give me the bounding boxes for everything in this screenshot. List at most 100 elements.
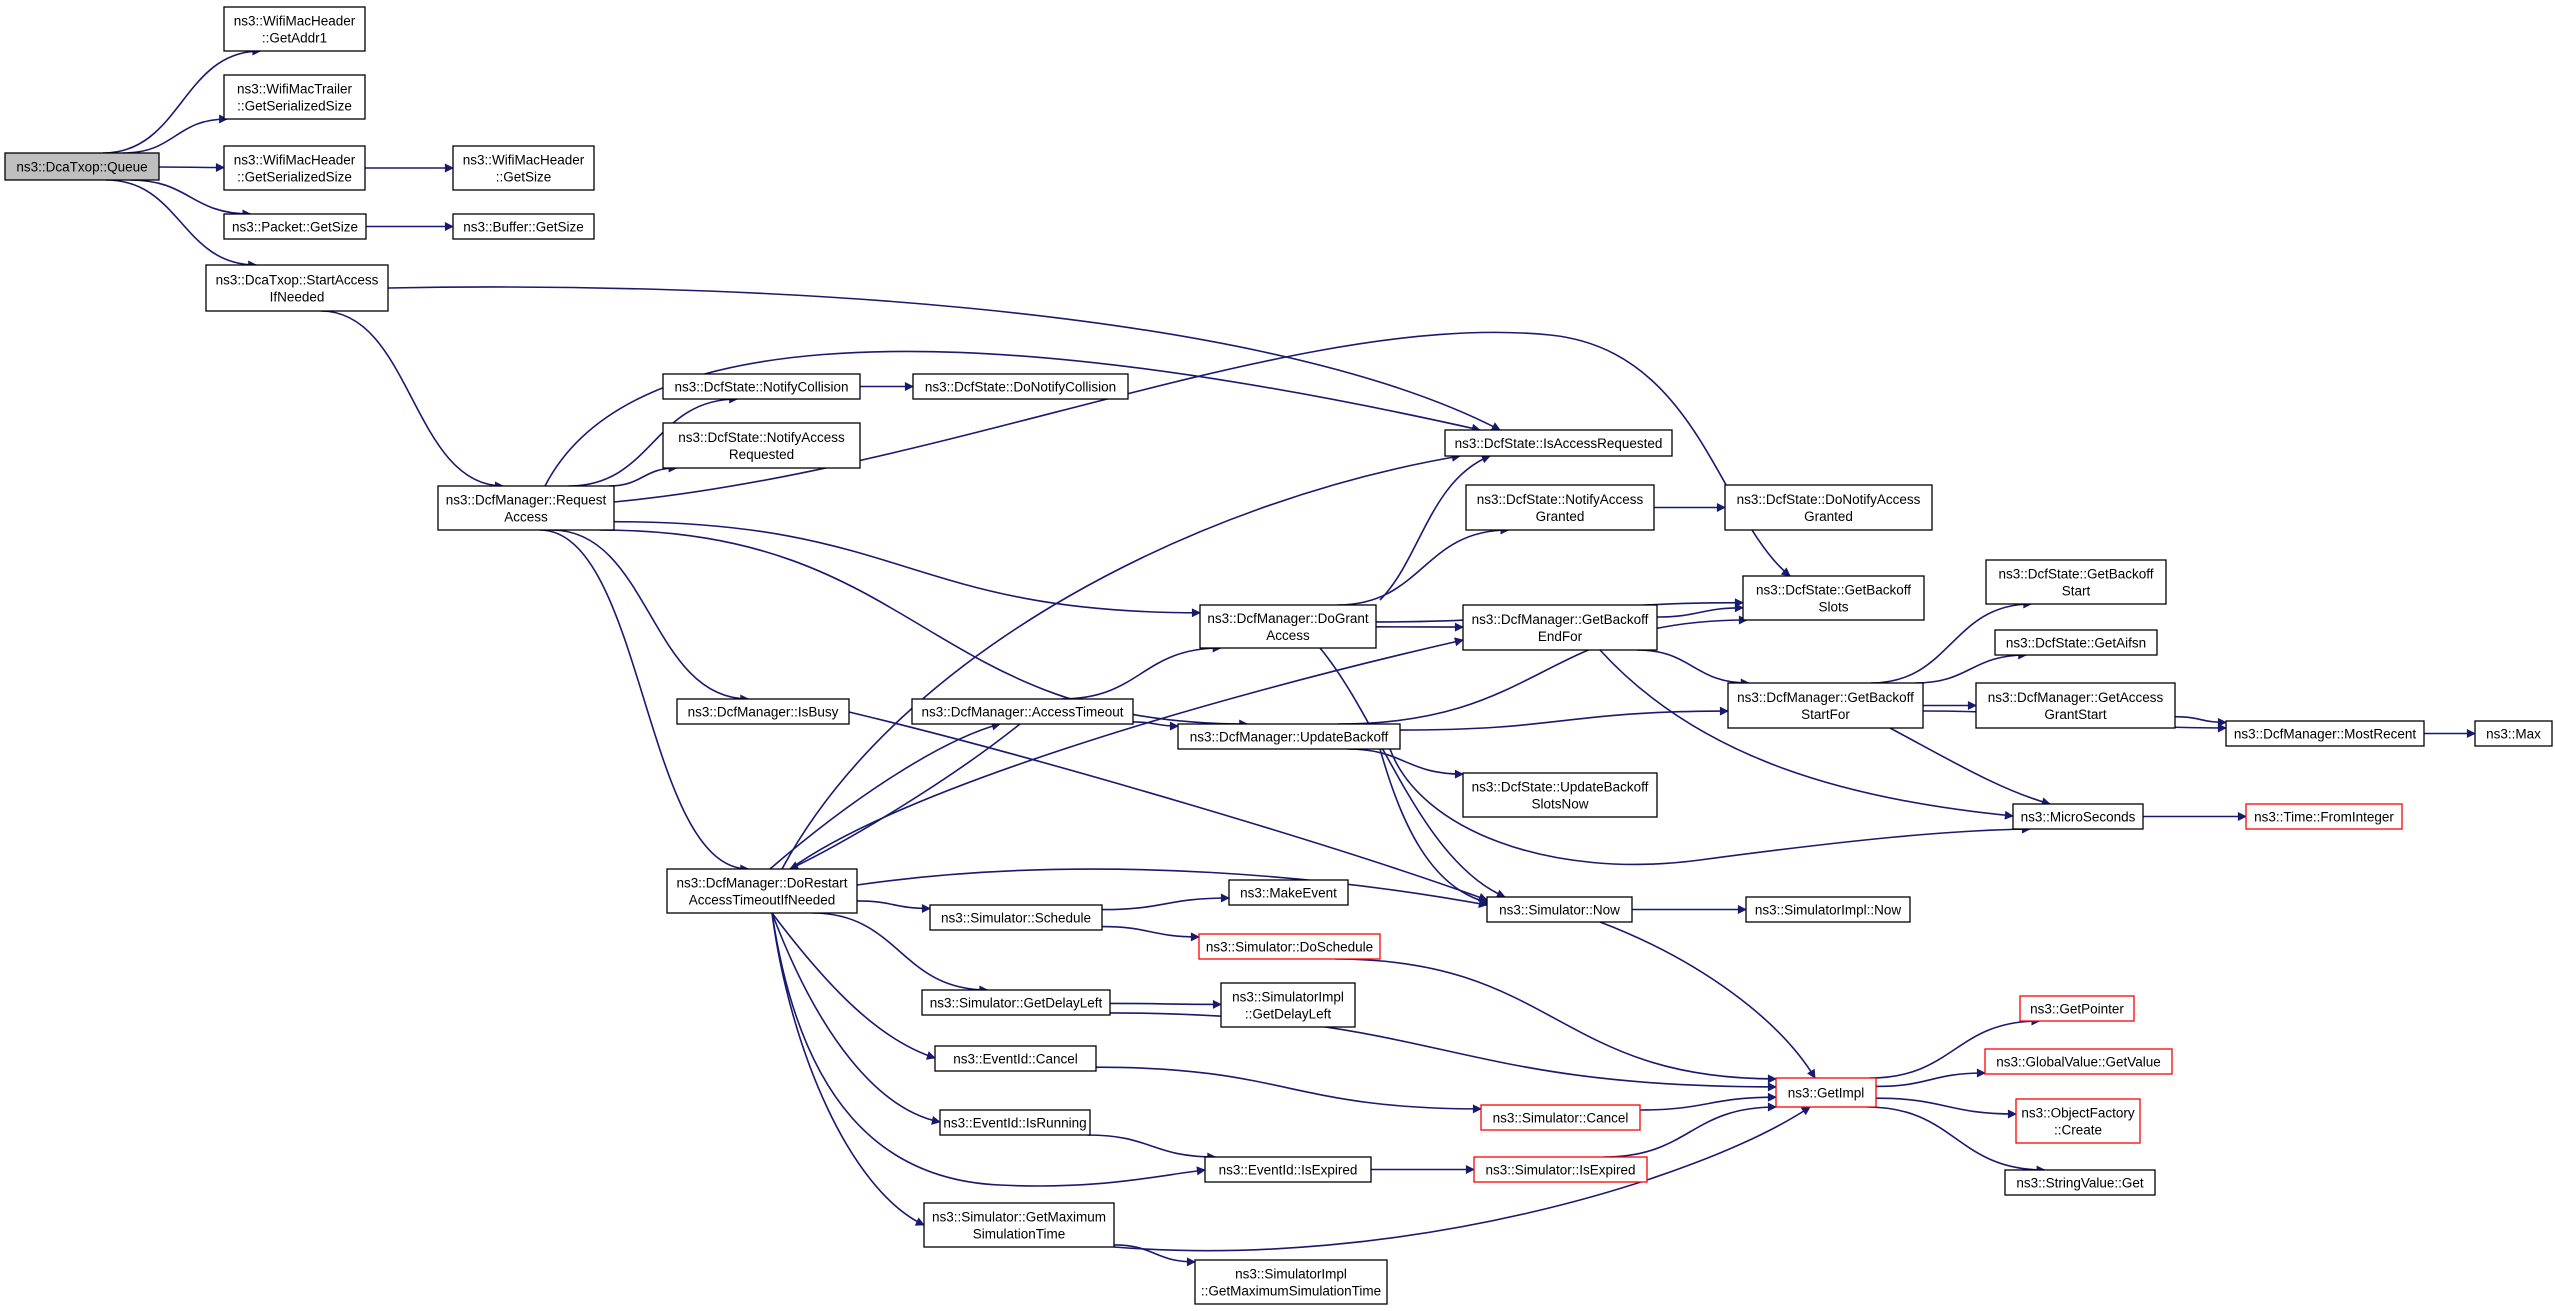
node-donotcoll[interactable]: ns3::DcfState::DoNotifyCollision	[912, 373, 1129, 400]
node-addr1[interactable]: ns3::WifiMacHeader::GetAddr1	[223, 6, 366, 52]
node-evexpired[interactable]: ns3::EventId::IsExpired	[1204, 1156, 1372, 1183]
node-label: Granted	[1804, 509, 1853, 524]
node-box	[929, 904, 1103, 931]
node-label: ::GetMaximumSimulationTime	[1201, 1284, 1381, 1299]
node-simexpired[interactable]: ns3::Simulator::IsExpired	[1473, 1156, 1648, 1183]
edge-reqacc-to-dogrant	[613, 520, 1201, 618]
node-label: ns3::WifiMacHeader	[234, 153, 356, 168]
node-label: ns3::StringValue::Get	[2016, 1176, 2144, 1191]
edge-reqacc-to-isbusy	[551, 529, 750, 704]
edge-evrunning-to-evexpired	[1087, 1134, 1217, 1162]
node-label: Requested	[729, 447, 794, 462]
node-implgetdelay[interactable]: ns3::SimulatorImpl::GetDelayLeft	[1220, 982, 1356, 1028]
node-box	[1473, 1156, 1648, 1183]
node-micro[interactable]: ns3::MicroSeconds	[2012, 803, 2144, 830]
node-implgetmax[interactable]: ns3::SimulatorImpl::GetMaximumSimulation…	[1194, 1259, 1388, 1305]
node-getmaxsim[interactable]: ns3::Simulator::GetMaximumSimulationTime	[923, 1202, 1115, 1248]
node-box	[223, 213, 367, 240]
node-label: ns3::DcfManager::DoRestart	[676, 876, 847, 891]
edge-accgrstart-to-mostrecent	[2174, 715, 2227, 727]
node-pktsize[interactable]: ns3::Packet::GetSize	[223, 213, 367, 240]
node-label: ::GetDelayLeft	[1245, 1007, 1332, 1022]
node-strval[interactable]: ns3::StringValue::Get	[2004, 1169, 2156, 1196]
edge-dogrant-to-simnow	[1319, 647, 1506, 898]
node-simcancel[interactable]: ns3::Simulator::Cancel	[1480, 1104, 1641, 1131]
node-fromint[interactable]: ns3::Time::FromInteger	[2245, 803, 2403, 830]
node-label: AccessTimeoutIfNeeded	[689, 893, 836, 908]
node-evrunning[interactable]: ns3::EventId::IsRunning	[939, 1109, 1091, 1136]
node-dosched[interactable]: ns3::Simulator::DoSchedule	[1198, 933, 1381, 960]
node-globalval[interactable]: ns3::GlobalValue::GetValue	[1984, 1048, 2173, 1075]
node-getimpl[interactable]: ns3::GetImpl	[1775, 1077, 1877, 1108]
node-dorestart[interactable]: ns3::DcfManager::DoRestartAccessTimeoutI…	[666, 868, 858, 914]
node-updbk[interactable]: ns3::DcfManager::UpdateBackoff	[1177, 723, 1401, 750]
node-objfactory[interactable]: ns3::ObjectFactory::Create	[2015, 1098, 2141, 1144]
node-simnow[interactable]: ns3::Simulator::Now	[1486, 896, 1633, 923]
node-label: ns3::DcfManager::AccessTimeout	[921, 705, 1123, 720]
node-getpointer[interactable]: ns3::GetPointer	[2019, 995, 2135, 1022]
edge-dogrant-to-notaccgr	[1337, 525, 1510, 606]
node-evcancel[interactable]: ns3::EventId::Cancel	[934, 1045, 1097, 1072]
node-isbusy[interactable]: ns3::DcfManager::IsBusy	[676, 698, 850, 725]
node-mostrecent[interactable]: ns3::DcfManager::MostRecent	[2225, 720, 2425, 747]
edge-bkendfor-to-getbkslots	[1656, 603, 1744, 618]
node-label: ::GetSize	[496, 170, 552, 185]
node-label: Access	[1266, 628, 1310, 643]
edge-startacc-to-isaccreq	[387, 286, 1501, 431]
node-box	[1975, 682, 2176, 729]
edge-simexpired-to-getimpl	[1603, 1102, 1777, 1158]
node-label: ns3::SimulatorImpl::Now	[1755, 903, 1902, 918]
node-label: ns3::Max	[2486, 727, 2541, 742]
edge-bkstartfor-to-getaifsn	[1914, 650, 2028, 684]
edge-getmaxsim-to-getimpl	[1113, 1106, 1811, 1252]
edge-dorestart-to-schedule	[856, 900, 931, 913]
node-box	[1742, 575, 1925, 621]
node-label: ns3::DcfManager::IsBusy	[688, 705, 839, 720]
node-label: ns3::DcfState::DoNotifyCollision	[925, 380, 1116, 395]
node-schedule[interactable]: ns3::Simulator::Schedule	[929, 904, 1103, 931]
node-box	[1994, 629, 2158, 656]
node-box	[2004, 1169, 2156, 1196]
edge-reqacc-to-isaccreq	[544, 350, 1481, 487]
node-box	[676, 698, 850, 725]
edge-updbk-to-micro	[1389, 748, 2031, 866]
node-simimplnow[interactable]: ns3::SimulatorImpl::Now	[1745, 896, 1911, 923]
node-queue[interactable]: ns3::DcaTxop::Queue	[4, 152, 160, 181]
edge-getdelay-to-getimpl	[1109, 1012, 1777, 1092]
node-label: ns3::GlobalValue::GetValue	[1996, 1055, 2161, 1070]
edge-reqacc-to-updbk	[599, 529, 1249, 729]
node-acctimeout[interactable]: ns3::DcfManager::AccessTimeout	[911, 698, 1134, 725]
node-getaifsn[interactable]: ns3::DcfState::GetAifsn	[1994, 629, 2158, 656]
node-hdrsize[interactable]: ns3::WifiMacHeader::GetSize	[452, 145, 595, 191]
node-hdrser[interactable]: ns3::WifiMacHeader::GetSerializedSize	[223, 145, 366, 191]
node-label: ns3::Time::FromInteger	[2254, 810, 2394, 825]
node-notcoll[interactable]: ns3::DcfState::NotifyCollision	[662, 373, 861, 400]
node-isaccreq[interactable]: ns3::DcfState::IsAccessRequested	[1444, 429, 1673, 457]
node-trailer[interactable]: ns3::WifiMacTrailer::GetSerializedSize	[223, 74, 366, 120]
node-max[interactable]: ns3::Max	[2474, 720, 2553, 747]
node-makeevent[interactable]: ns3::MakeEvent	[1228, 879, 1349, 906]
node-label: ns3::WifiMacHeader	[234, 14, 356, 29]
node-box	[1220, 982, 1356, 1028]
node-bufsize[interactable]: ns3::Buffer::GetSize	[452, 213, 595, 240]
node-box	[1462, 772, 1658, 818]
node-box	[1444, 429, 1673, 457]
edge-queue-to-pktsize	[129, 179, 252, 219]
edge-dorestart-to-simnow	[856, 868, 1488, 908]
node-label: Slots	[1818, 600, 1848, 615]
node-getdelay[interactable]: ns3::Simulator::GetDelayLeft	[921, 989, 1111, 1016]
node-label: ns3::DcfState::DoNotifyAccess	[1737, 492, 1921, 507]
